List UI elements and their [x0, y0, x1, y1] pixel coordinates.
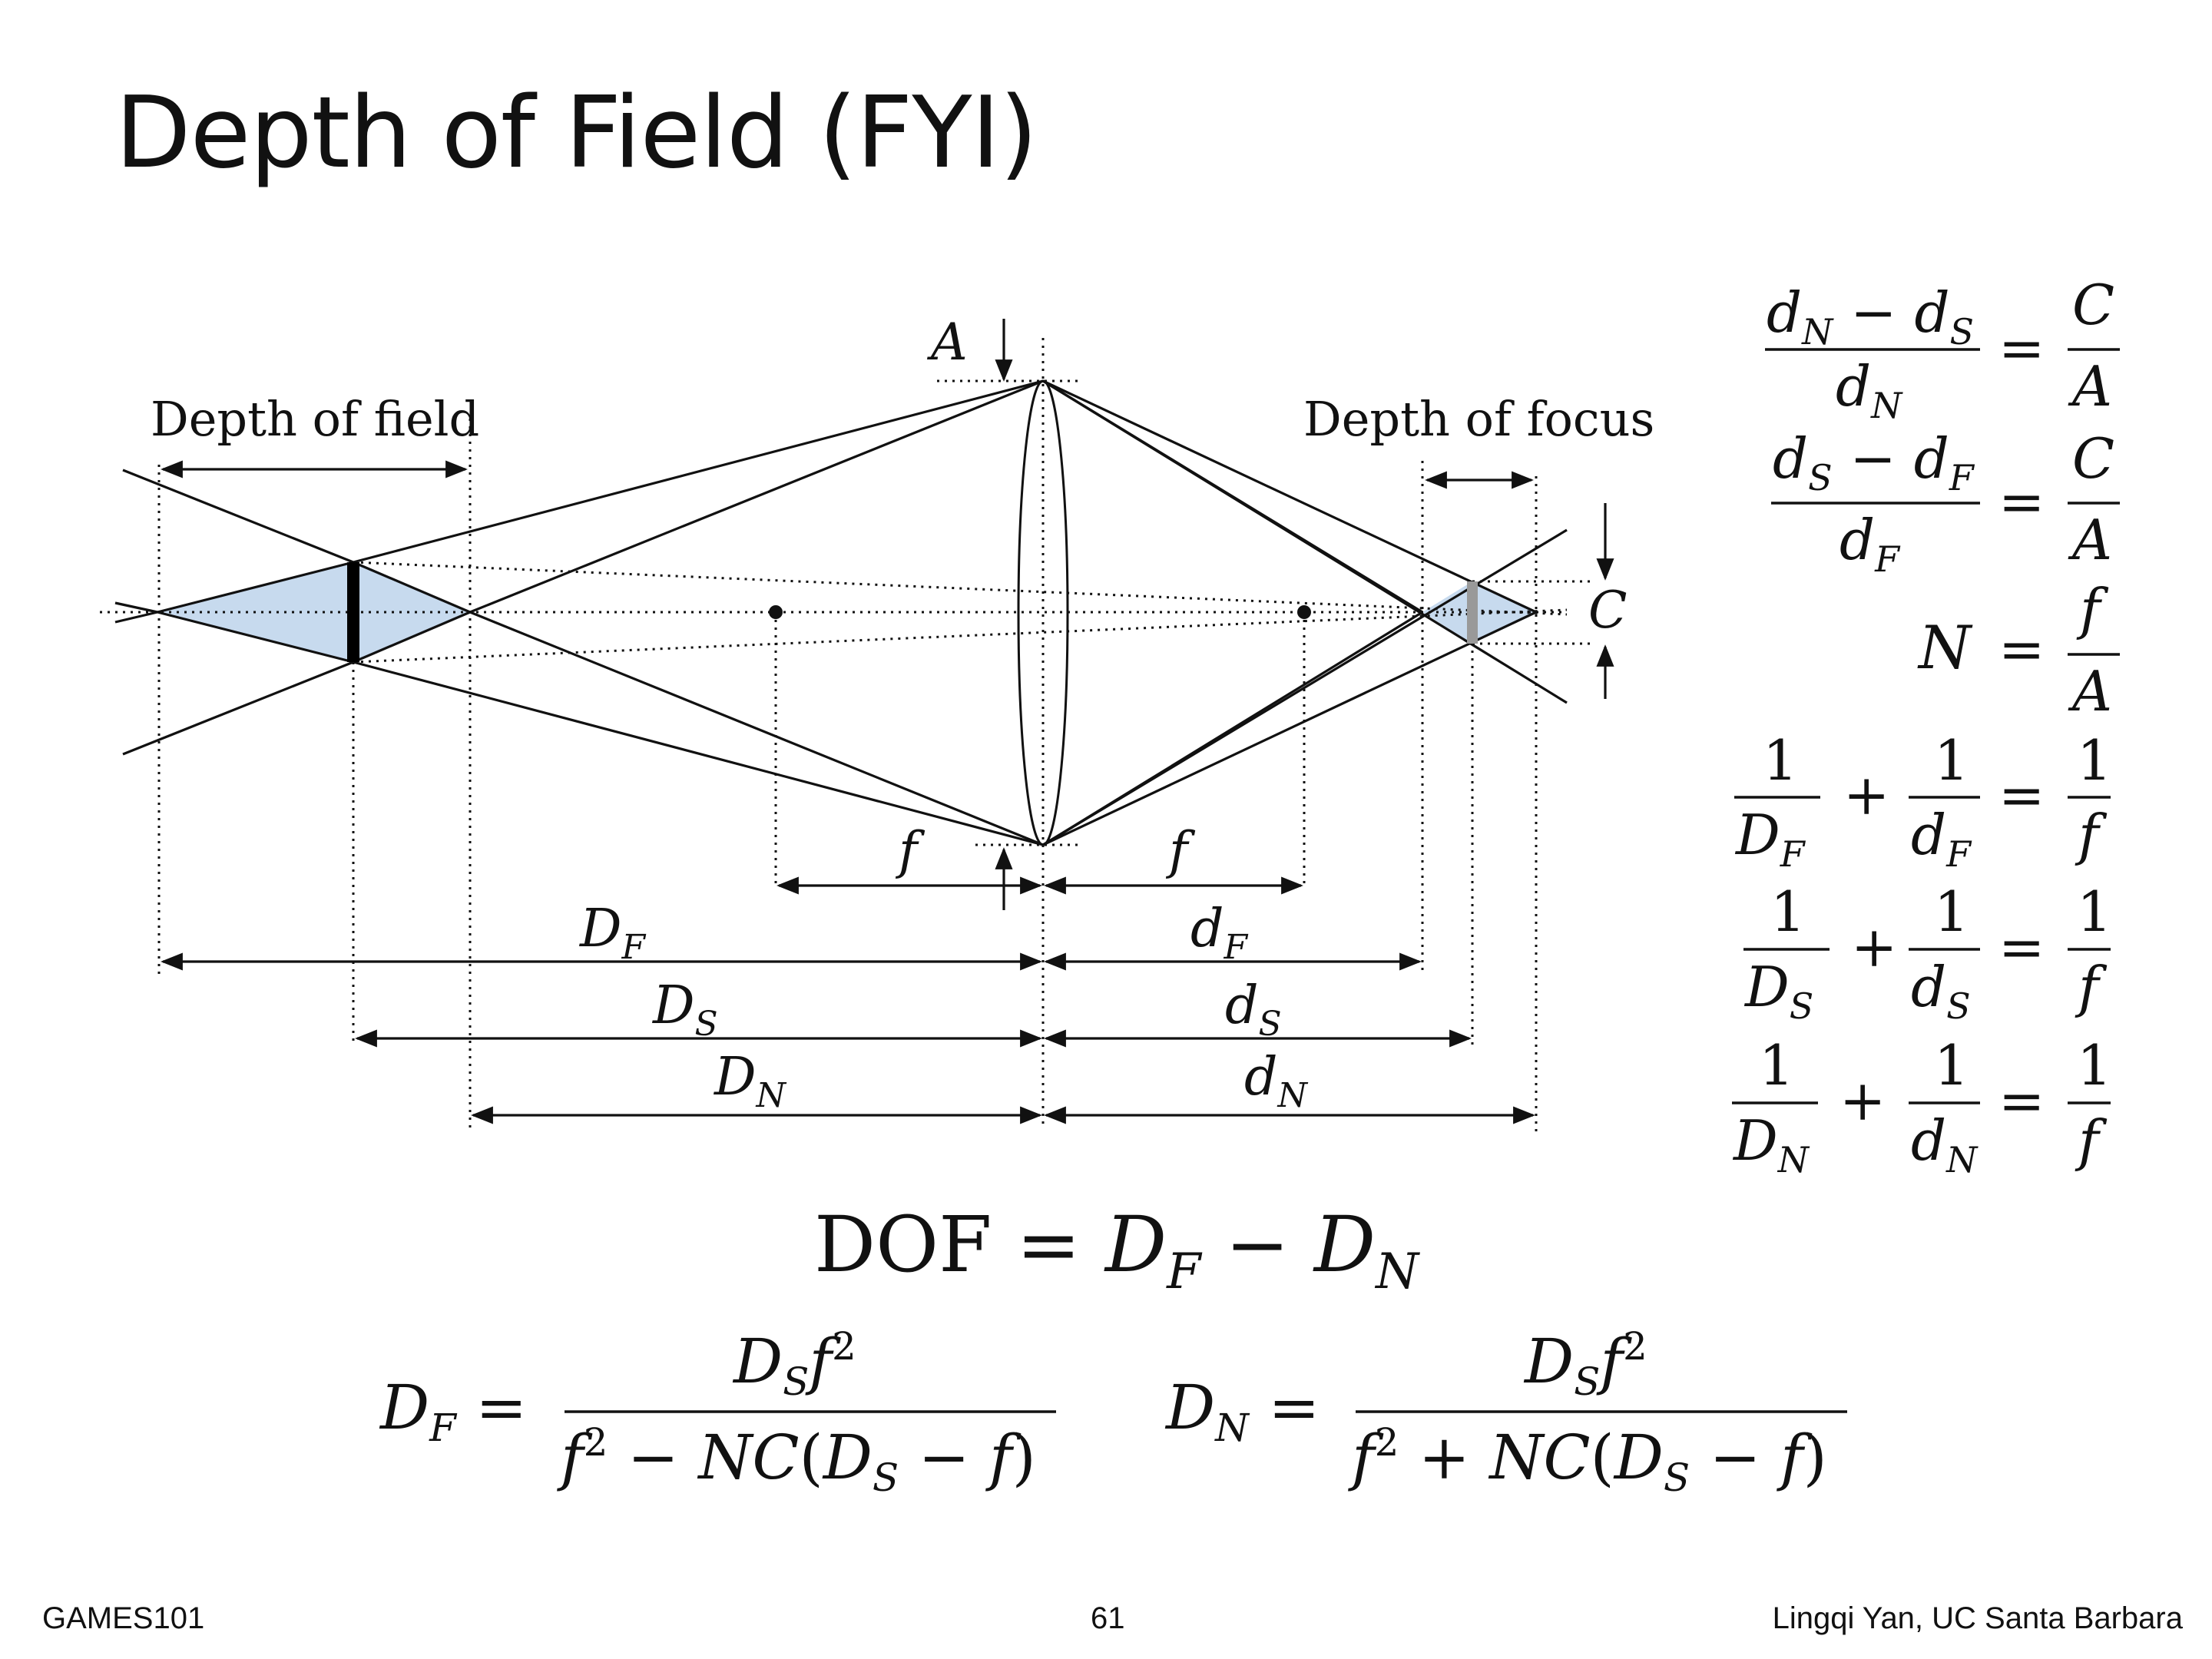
DS-label: DS [651, 975, 718, 1044]
svg-text:dN: dN [1836, 354, 1903, 426]
svg-text:dS − dF: dS − dF [1773, 426, 1975, 498]
svg-text:+: + [1851, 915, 1897, 979]
depth-of-focus-label: Depth of focus [1303, 391, 1654, 447]
equation-thin-lens-near: 1 DN + 1 dN = 1 f [1732, 1033, 2112, 1181]
svg-text:1: 1 [1934, 728, 1969, 793]
svg-text:=: = [1998, 617, 2045, 681]
sensor-plane [1467, 581, 1478, 644]
svg-text:+: + [1839, 1068, 1886, 1133]
focal-length-label-left: f [895, 821, 926, 880]
svg-text:DN =: DN = [1164, 1372, 1320, 1450]
svg-text:1: 1 [2077, 728, 2112, 793]
DN-label: DN [713, 1047, 787, 1115]
DF-DN-formulas: DF = DSf2 f2 − NC(DS − f) DN = DSf2 f2 +… [379, 1324, 1847, 1500]
depth-of-field-region [157, 562, 470, 662]
DF-label: DF [578, 899, 647, 967]
svg-text:DF: DF [1734, 803, 1806, 875]
svg-text:=: = [1998, 316, 2045, 380]
depth-of-focus-region [1422, 581, 1536, 644]
equations-panel: dN − dS dN = C A dS − dF dF = C A N = f … [1732, 273, 2120, 1181]
svg-text:=: = [1998, 1068, 2045, 1133]
equation-thin-lens-sensor: 1 DS + 1 dS = 1 f [1743, 879, 2112, 1027]
svg-text:N: N [1917, 614, 1973, 683]
author-credit: Lingqi Yan, UC Santa Barbara [1772, 1601, 2183, 1635]
svg-text:f: f [2075, 955, 2108, 1019]
coc-label: C [1588, 581, 1628, 640]
focal-point-right [1297, 605, 1311, 619]
svg-text:A: A [2068, 354, 2112, 419]
svg-text:dS: dS [1911, 955, 1971, 1027]
equation-thin-lens-far: 1 DF + 1 dF = 1 f [1734, 728, 2112, 875]
svg-text:dF: dF [1839, 508, 1901, 580]
svg-text:1: 1 [1934, 879, 1969, 944]
distance-guides [157, 338, 1538, 1133]
equation-f-number: N = f A [1917, 577, 2120, 724]
DF-formula: DF = DSf2 f2 − NC(DS − f) [379, 1324, 1056, 1500]
svg-text:=: = [1998, 469, 2045, 534]
svg-text:1: 1 [1759, 1033, 1794, 1098]
svg-text:C: C [2072, 426, 2114, 491]
course-name: GAMES101 [42, 1601, 205, 1635]
focal-point-left [769, 605, 783, 619]
svg-text:1: 1 [2077, 879, 2112, 944]
svg-text:DSf2: DSf2 [732, 1324, 856, 1404]
svg-text:dN − dS: dN − dS [1767, 280, 1974, 353]
slide-title: Depth of Field (FYI) [115, 76, 1038, 190]
dN-label: dN [1244, 1047, 1309, 1115]
svg-text:A: A [2068, 659, 2112, 724]
equation-ratio-near: dN − dS dN = C A [1765, 273, 2120, 426]
svg-text:dN: dN [1911, 1108, 1979, 1181]
svg-text:1: 1 [2077, 1033, 2112, 1098]
svg-text:=: = [1998, 915, 2045, 979]
svg-text:C: C [2072, 273, 2114, 337]
page-number: 61 [1091, 1601, 1125, 1635]
svg-text:1: 1 [1934, 1033, 1969, 1098]
dS-label: dS [1225, 975, 1282, 1044]
svg-text:f2 − NC(DS − f): f2 − NC(DS − f) [557, 1420, 1036, 1500]
svg-text:f: f [2075, 1108, 2108, 1173]
svg-text:dF: dF [1911, 803, 1972, 875]
DN-formula: DN = DSf2 f2 + NC(DS − f) [1164, 1324, 1847, 1500]
svg-text:DOF = DF − DN: DOF = DF − DN [814, 1200, 1420, 1300]
svg-text:f2 + NC(DS − f): f2 + NC(DS − f) [1348, 1420, 1827, 1500]
light-rays [114, 379, 1568, 846]
svg-text:DN: DN [1732, 1108, 1810, 1181]
svg-text:+: + [1843, 763, 1889, 827]
svg-text:DSf2: DSf2 [1523, 1324, 1647, 1404]
lens [1017, 379, 1069, 846]
dof-equation: DOF = DF − DN [814, 1200, 1420, 1300]
svg-text:f: f [2075, 803, 2108, 867]
focal-length-label-right: f [1165, 821, 1196, 880]
svg-text:1: 1 [1763, 728, 1798, 793]
aperture-label: A [926, 313, 968, 372]
svg-text:DF =: DF = [379, 1372, 527, 1450]
in-focus-object [347, 562, 359, 662]
equation-ratio-far: dS − dF dF = C A [1771, 426, 2120, 580]
svg-text:f: f [2076, 577, 2109, 641]
dimension-arrows [161, 460, 1535, 1124]
dF-label: dF [1190, 899, 1249, 967]
svg-text:=: = [1998, 763, 2045, 827]
svg-text:A: A [2068, 508, 2112, 572]
svg-text:1: 1 [1770, 879, 1806, 944]
svg-text:DS: DS [1743, 955, 1813, 1027]
depth-of-field-label: Depth of field [151, 391, 479, 447]
